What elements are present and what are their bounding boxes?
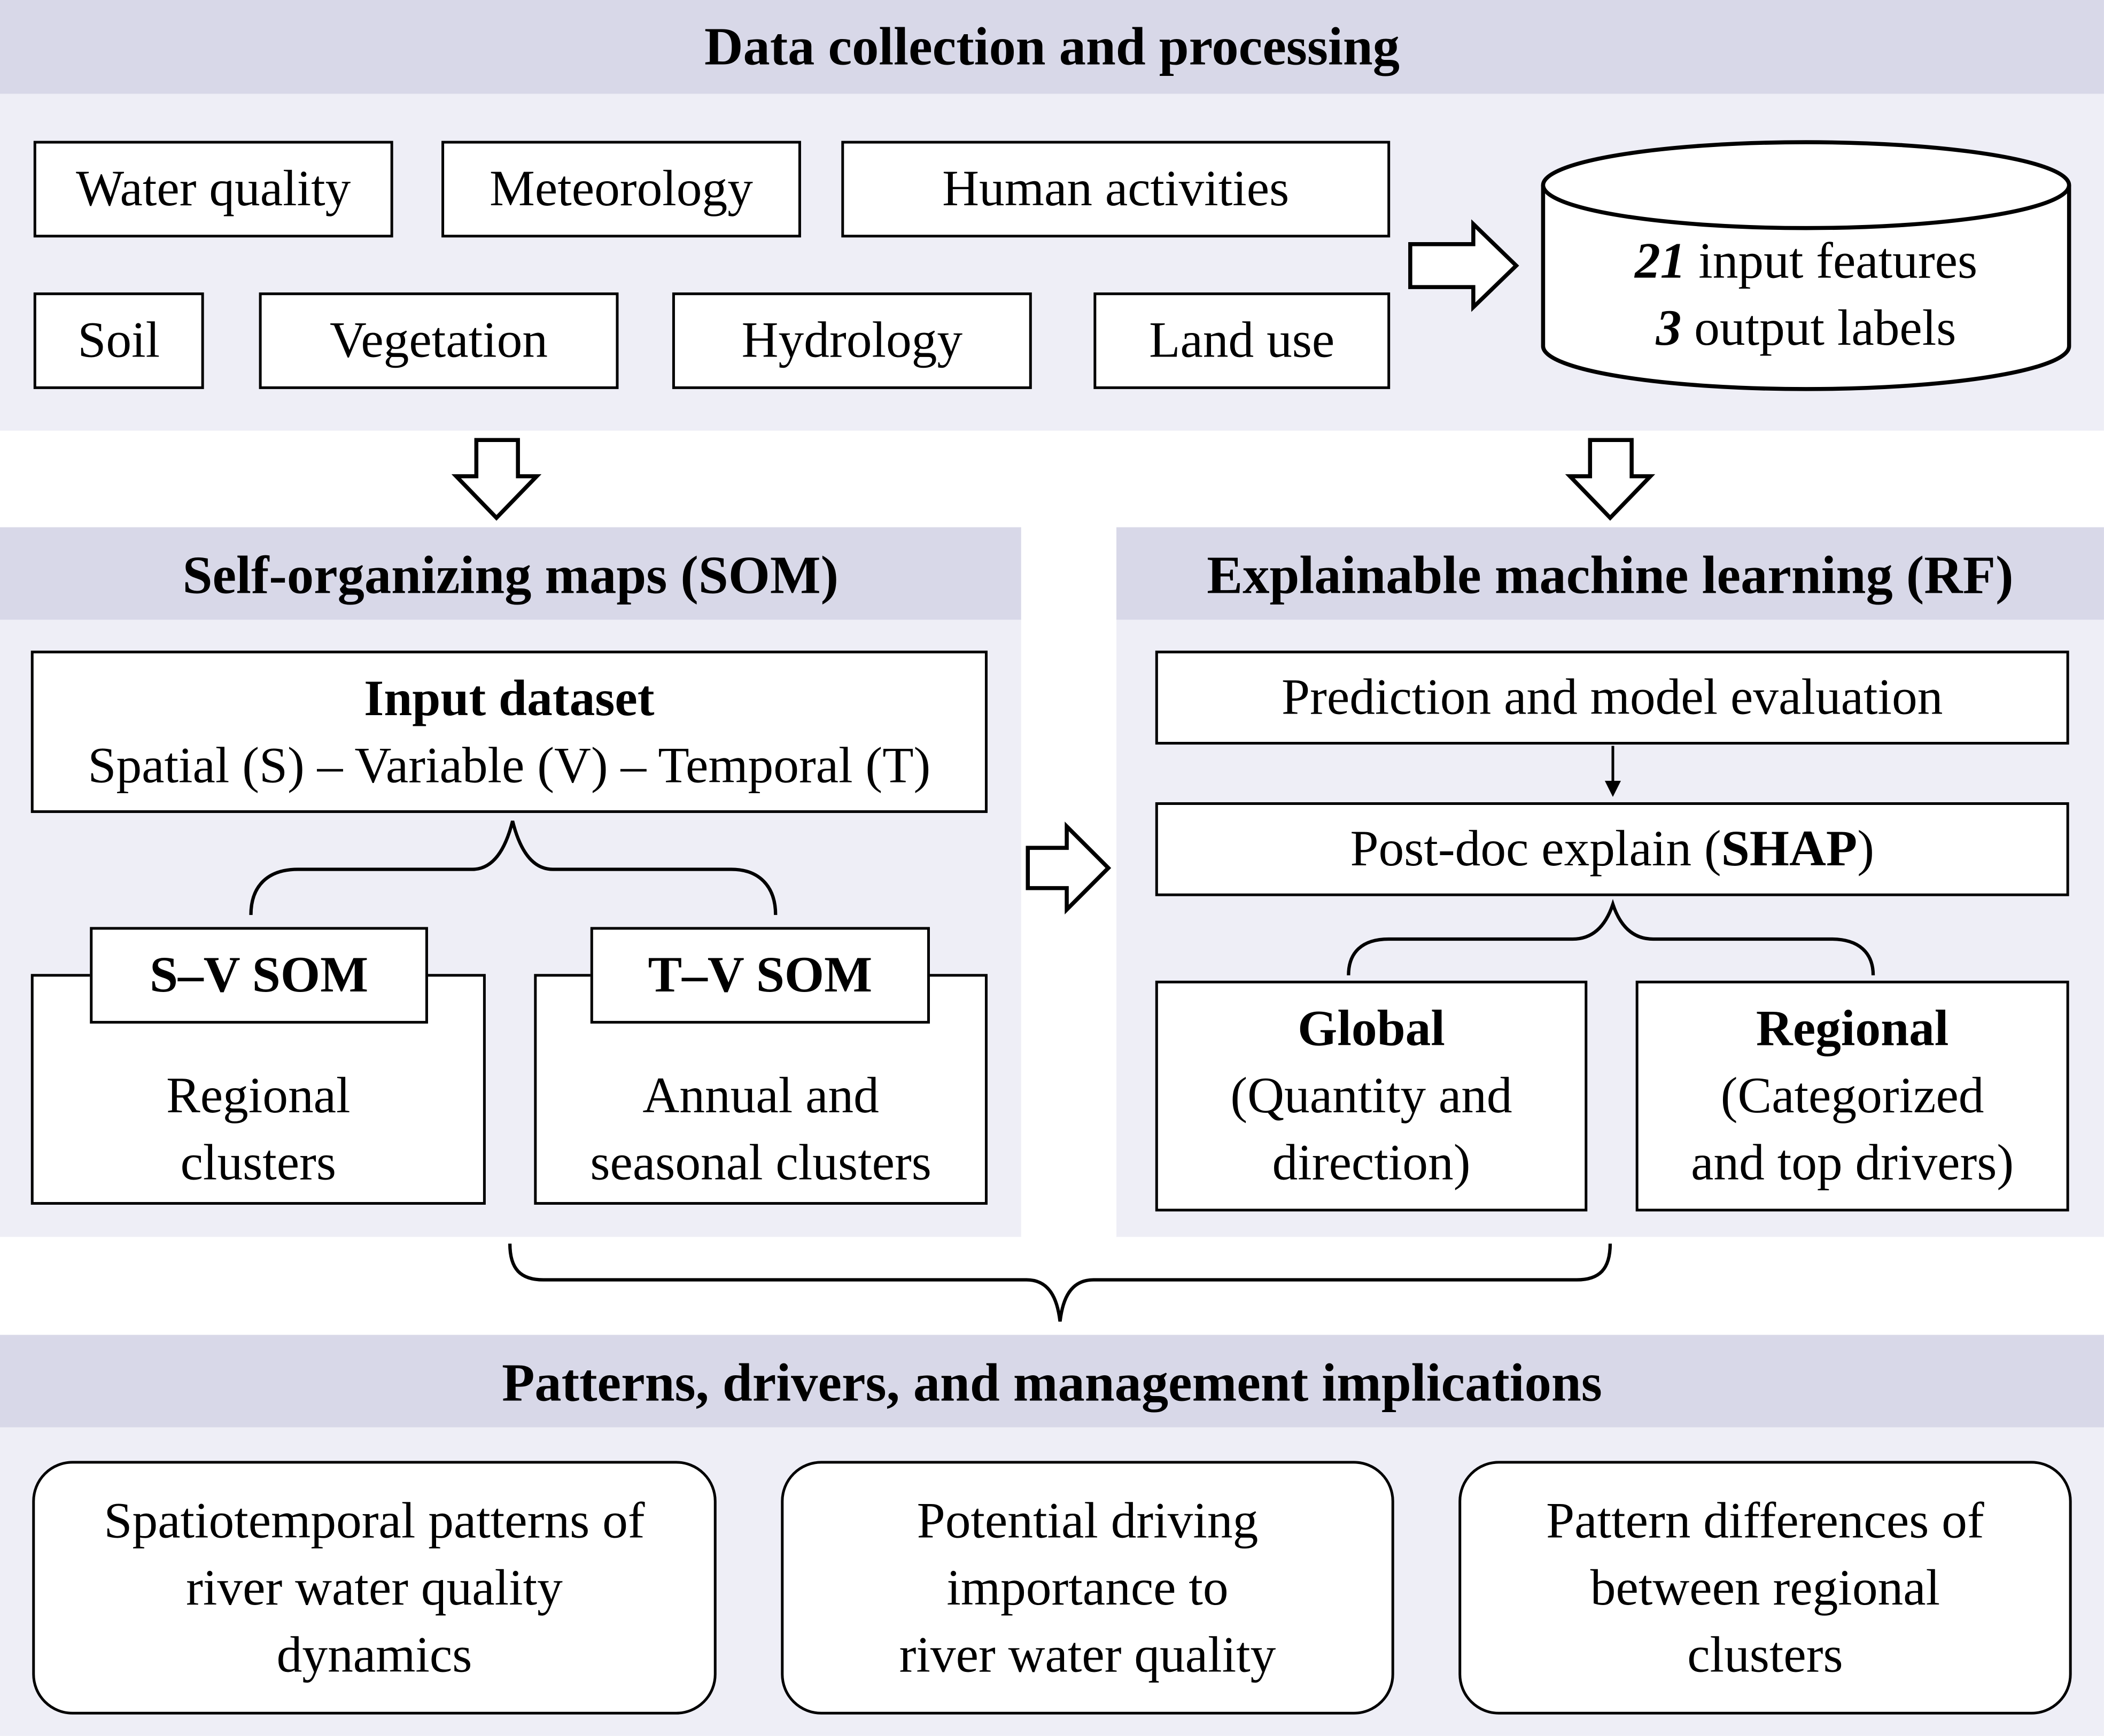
global-box: Global (Quantity and direction) xyxy=(1155,980,1588,1212)
input-dataset-title: Input dataset xyxy=(364,670,655,727)
implication-line: Spatiotemporal patterns of xyxy=(104,1492,645,1549)
shap-prefix: Post-doc explain ( xyxy=(1350,821,1721,878)
implication-line: Potential driving xyxy=(917,1492,1259,1549)
arrow-right-icon xyxy=(1408,219,1519,312)
implications-header: Patterns, drivers, and management implic… xyxy=(0,1335,2104,1428)
implication-card: Pattern differences of between regional … xyxy=(1458,1461,2072,1715)
dataset-cylinder-icon xyxy=(1541,140,2071,391)
arrow-down-icon xyxy=(451,438,542,521)
implication-line: dynamics xyxy=(276,1626,472,1683)
implication-card: Spatiotemporal patterns of river water q… xyxy=(32,1461,717,1715)
brace-icon xyxy=(508,1243,1612,1322)
brace-icon xyxy=(1347,898,1875,975)
implications-title: Patterns, drivers, and management implic… xyxy=(502,1352,1602,1413)
global-line2: direction) xyxy=(1272,1135,1471,1191)
input-dataset-box: Input dataset Spatial (S) – Variable (V)… xyxy=(30,650,988,813)
prediction-box: Prediction and model evaluation xyxy=(1155,650,2069,745)
tv-som-line1: Annual and xyxy=(642,1067,879,1125)
data-collection-title: Data collection and processing xyxy=(704,16,1400,77)
xml-title: Explainable machine learning (RF) xyxy=(1207,545,2014,606)
data-collection-header: Data collection and processing xyxy=(0,0,2104,94)
source-water-quality: Water quality xyxy=(33,141,393,238)
xml-header: Explainable machine learning (RF) xyxy=(1116,527,2104,620)
implication-line: river water quality xyxy=(186,1559,563,1616)
input-label: input features xyxy=(1698,233,1978,290)
implication-line: river water quality xyxy=(899,1626,1276,1683)
sv-som-line1: Regional xyxy=(166,1067,351,1125)
shap-box: Post-doc explain (SHAP) xyxy=(1155,802,2069,896)
arrow-down-icon xyxy=(1565,438,1656,521)
sv-som-tab: S–V SOM xyxy=(90,927,428,1024)
regional-line1: (Categorized xyxy=(1720,1067,1984,1125)
source-meteorology: Meteorology xyxy=(441,141,801,238)
input-dataset-desc: Spatial (S) – Variable (V) – Temporal (T… xyxy=(88,737,931,794)
tv-som-line2: seasonal clusters xyxy=(590,1135,931,1191)
global-title: Global xyxy=(1298,1001,1445,1057)
source-land-use: Land use xyxy=(1093,292,1391,389)
tv-som-tab: T–V SOM xyxy=(590,927,930,1024)
implication-line: importance to xyxy=(946,1559,1229,1616)
arrow-head-icon xyxy=(1604,780,1621,797)
output-count: 3 xyxy=(1656,300,1682,357)
implication-line: Pattern differences of xyxy=(1546,1492,1984,1549)
implication-line: clusters xyxy=(1687,1626,1843,1683)
dataset-text: 21 input features 3 output labels xyxy=(1543,228,2069,362)
regional-line2: and top drivers) xyxy=(1691,1135,2014,1191)
arrow-right-icon xyxy=(1026,821,1112,914)
som-header: Self-organizing maps (SOM) xyxy=(0,527,1021,620)
source-human-activities: Human activities xyxy=(841,141,1391,238)
source-vegetation: Vegetation xyxy=(259,292,619,389)
regional-title: Regional xyxy=(1756,1001,1949,1057)
output-label: output labels xyxy=(1694,300,1957,357)
input-count: 21 xyxy=(1634,233,1686,290)
source-soil: Soil xyxy=(33,292,204,389)
global-line1: (Quantity and xyxy=(1230,1067,1512,1125)
regional-box: Regional (Categorized and top drivers) xyxy=(1635,980,2069,1212)
som-title: Self-organizing maps (SOM) xyxy=(182,545,839,606)
brace-icon xyxy=(249,820,778,915)
sv-som-line2: clusters xyxy=(180,1135,337,1191)
shap-bold: SHAP xyxy=(1721,821,1858,878)
implication-line: between regional xyxy=(1590,1559,1940,1616)
source-hydrology: Hydrology xyxy=(672,292,1032,389)
shap-suffix: ) xyxy=(1857,821,1874,878)
implication-card: Potential driving importance to river wa… xyxy=(781,1461,1394,1715)
